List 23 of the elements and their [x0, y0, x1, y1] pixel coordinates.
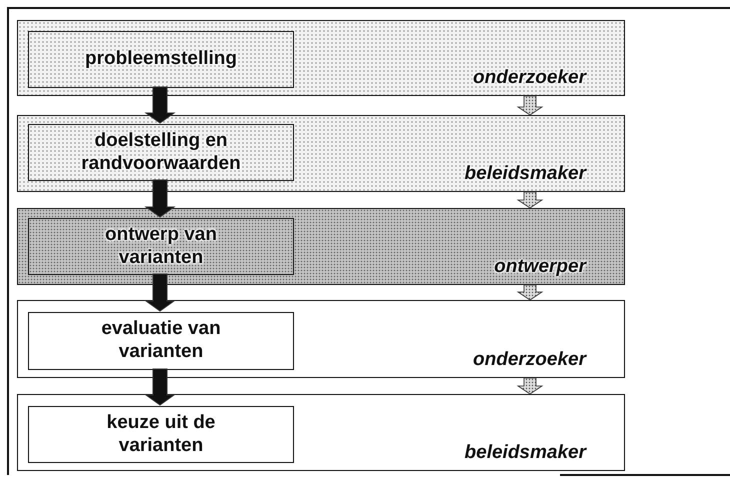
role-label: beleidsmaker [464, 442, 586, 464]
role-band [17, 20, 625, 96]
process-box: probleemstelling [28, 31, 294, 88]
arrow [144, 274, 176, 312]
role-label: beleidsmaker [464, 163, 586, 185]
arrow [144, 180, 176, 218]
arrow [516, 192, 544, 208]
process-box: keuze uit de varianten [28, 406, 294, 463]
role-band [17, 115, 625, 192]
role-label: onderzoeker [473, 67, 586, 89]
process-box: ontwerp van varianten [28, 218, 294, 275]
role-label: ontwerper [494, 256, 586, 278]
role-band [17, 394, 625, 471]
arrow [516, 96, 544, 116]
arrow [144, 368, 176, 406]
role-band [17, 300, 625, 378]
role-label: onderzoeker [473, 349, 586, 371]
process-box: doelstelling en randvoorwaarden [28, 124, 294, 181]
role-band [17, 208, 625, 285]
process-box: evaluatie van varianten [28, 312, 294, 370]
arrow [516, 284, 544, 300]
arrow [516, 378, 544, 394]
arrow [144, 86, 176, 124]
